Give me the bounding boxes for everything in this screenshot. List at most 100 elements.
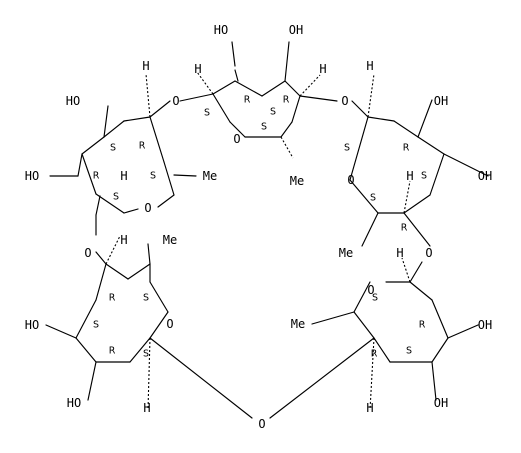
bond <box>234 80 263 97</box>
bond <box>409 261 423 283</box>
hydroxyl-label: HO <box>25 318 39 332</box>
bond <box>349 179 379 214</box>
ring-oxygen-label: O <box>425 246 432 260</box>
methyl-label: Me <box>290 174 304 188</box>
stereo-hash-bond <box>145 73 151 118</box>
bond-oh <box>417 99 433 138</box>
hydrogen-label: H <box>143 401 150 415</box>
bond-layer <box>45 41 489 419</box>
stereo-hash-bond <box>403 180 411 214</box>
stereo-label-s: S <box>261 122 267 133</box>
bond-oh <box>231 41 236 67</box>
stereo-label-s: S <box>421 171 427 182</box>
bond <box>95 251 107 265</box>
bond <box>261 80 286 97</box>
stereo-label-s: S <box>344 143 350 154</box>
bond <box>75 337 97 363</box>
bond <box>429 153 445 196</box>
bond-oh <box>45 324 77 339</box>
hydrogen-label: H <box>396 246 403 260</box>
hydrogen-label: H <box>142 59 149 73</box>
hydroxyl-label: HO <box>25 169 39 183</box>
hydroxyl-label: HO <box>214 23 228 37</box>
hydrogen-label: H <box>366 59 373 73</box>
bond-oh <box>447 324 479 339</box>
stereo-hash-bond <box>369 337 375 411</box>
stereo-label-r: R <box>401 223 408 234</box>
hydrogen-label: H <box>120 169 127 183</box>
methyl-label: Me <box>339 246 353 260</box>
glycosidic-bond <box>95 195 101 216</box>
ring-oxygen-label: O <box>233 132 240 146</box>
hydroxyl-label: HO <box>66 94 80 108</box>
stereo-label-r: R <box>371 349 378 360</box>
stereo-label-s: S <box>270 107 276 118</box>
stereo-hash-bond <box>280 136 294 159</box>
methyl-label: Me <box>291 317 305 331</box>
bond-oh <box>103 105 109 138</box>
stereo-label-r: R <box>139 141 146 152</box>
stereo-hash-bond <box>196 71 214 95</box>
hydroxyl-label: OH <box>289 23 303 37</box>
stereo-label-s: S <box>372 293 378 304</box>
bond <box>149 281 169 313</box>
bond <box>353 311 375 339</box>
hydrogen-label: H <box>406 169 413 183</box>
bond <box>147 243 151 265</box>
stereo-label-s: S <box>204 108 210 119</box>
bond-oh <box>431 361 437 401</box>
ring-oxygen-label: O <box>341 94 348 108</box>
bond <box>431 337 449 363</box>
bond <box>75 299 97 339</box>
bond <box>95 193 125 214</box>
bond <box>393 120 419 138</box>
bond <box>280 121 293 138</box>
stereo-label-r: R <box>109 293 116 304</box>
stereo-label-r: R <box>283 95 290 106</box>
bond <box>212 93 231 123</box>
stereo-hash-bond <box>105 235 121 265</box>
ring-oxygen-label: O <box>172 94 179 108</box>
hydroxyl-label: OH <box>434 396 448 410</box>
glycosidic-bond <box>403 212 431 247</box>
bond <box>353 281 371 313</box>
bond <box>417 136 445 155</box>
methyl-bond <box>361 212 379 247</box>
bond <box>373 337 391 363</box>
methyl-label: Me <box>203 169 217 183</box>
stereo-label-r: R <box>93 171 100 182</box>
bond <box>431 299 449 339</box>
bond <box>173 174 197 177</box>
bond <box>229 121 246 138</box>
stereo-label-s: S <box>113 192 119 203</box>
ring-oxygen-label: O <box>144 201 151 215</box>
bond <box>351 100 369 118</box>
methyl-label: Me <box>163 233 177 247</box>
bond <box>123 116 151 122</box>
bond <box>129 337 151 363</box>
hydrogen-label: H <box>366 401 373 415</box>
hydroxyl-label: HO <box>67 396 81 410</box>
bond <box>105 263 129 280</box>
bond-oh <box>234 69 239 82</box>
bond <box>409 281 433 301</box>
ring-oxygen-label: O <box>367 283 374 297</box>
glycosidic-bond <box>149 337 253 419</box>
glycosidic-bond <box>269 337 375 419</box>
stereo-label-s: S <box>143 293 149 304</box>
bond <box>149 116 165 163</box>
stereo-label-s: S <box>150 171 156 182</box>
bond <box>127 263 151 280</box>
bond <box>149 100 171 118</box>
glycosidic-bond <box>179 93 214 102</box>
bond <box>149 311 169 339</box>
bond-oh <box>87 361 97 401</box>
bond <box>403 194 431 214</box>
ring-oxygen-label: O <box>166 317 173 331</box>
bond <box>284 80 301 97</box>
hydroxyl-label: OH <box>478 169 492 183</box>
stereo-label-s: S <box>93 320 99 331</box>
stereo-label-r: R <box>109 346 116 357</box>
bond <box>81 136 105 155</box>
